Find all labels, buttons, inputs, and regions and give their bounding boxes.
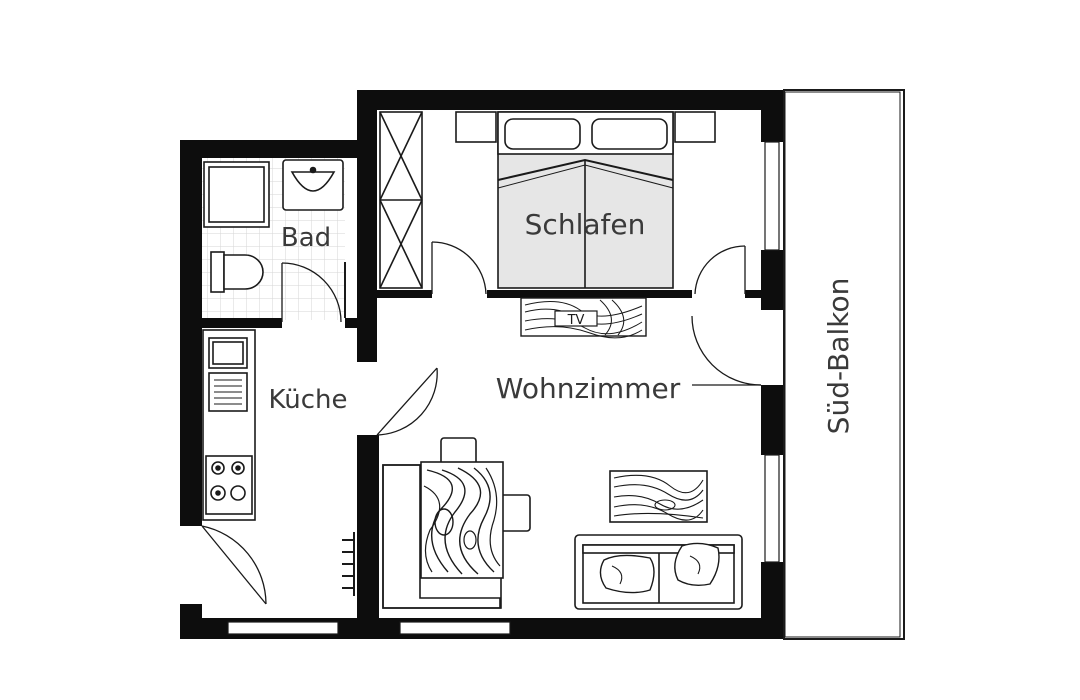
room-label-kueche: Küche [268,385,347,415]
balcony [783,89,905,640]
tv-label: TV [567,313,585,328]
kitchen-counter [202,329,256,521]
wardrobe [379,111,423,289]
room-label-wohnzimmer: Wohnzimmer [496,372,681,405]
dining-area [382,437,531,609]
shower [203,161,270,228]
toilet [210,251,264,293]
sink [282,159,344,211]
room-label-bad: Bad [281,223,331,253]
coffee-table [609,470,708,523]
tv-cabinet [520,297,647,339]
bed [455,111,716,289]
room-label-schlafen: Schlafen [525,208,646,241]
sofa [574,534,743,610]
room-label-balkon: Süd-Balkon [822,278,855,435]
radiator [342,532,355,596]
windows [227,141,780,635]
doors [201,241,762,605]
